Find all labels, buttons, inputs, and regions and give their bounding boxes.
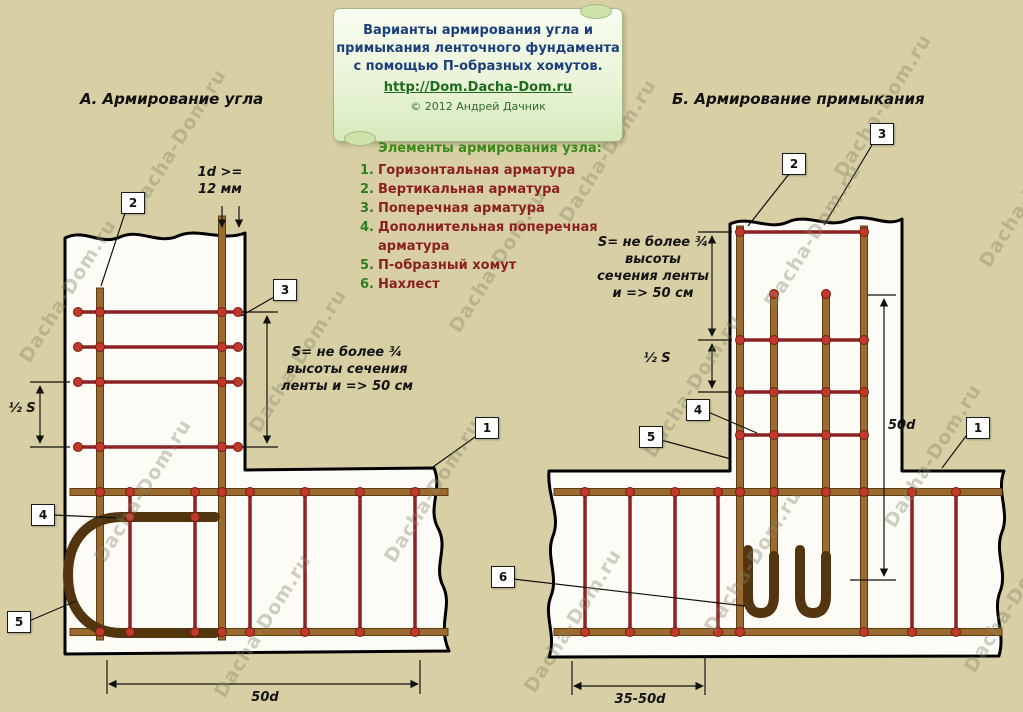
callout-vertical-rebar-right: 2	[782, 153, 806, 175]
legend-item-number: 2.	[360, 182, 374, 197]
legend-item: 1.Горизонтальная арматура	[360, 161, 620, 180]
dim-bar-diameter-line2: 12 мм	[198, 182, 242, 197]
legend-heading: Элементы армирования узла:	[378, 141, 602, 156]
dim-s-rule-left: S= не более ¾ высоты сечения ленты и => …	[280, 345, 414, 394]
site-link[interactable]: http://Dom.Dacha-Dom.ru	[383, 80, 573, 95]
dim-height-right: 50d	[888, 418, 916, 433]
dim-bar-diameter: 1d >= 12 мм	[188, 164, 252, 198]
legend: Элементы армирования узла: 1.Горизонталь…	[360, 141, 620, 294]
callout-transverse-rebar-left: 3	[273, 279, 297, 301]
title-scroll: Варианты армирования угла и примыкания л…	[333, 4, 623, 146]
legend-item-number: 4.	[360, 220, 374, 235]
legend-item-number: 3.	[360, 201, 374, 216]
legend-item-number: 5.	[360, 258, 374, 273]
legend-item-label: Горизонтальная арматура	[377, 163, 576, 178]
title-line-3: с помощью П-образных хомутов.	[353, 59, 603, 74]
legend-item-label: Нахлест	[377, 277, 440, 292]
dim-span-left: 50d	[251, 690, 279, 705]
callout-horizontal-rebar-left: 1	[475, 417, 499, 439]
legend-item-label: П-образный хомут	[377, 258, 517, 273]
title-line-2: примыкания ленточного фундамента	[336, 41, 620, 56]
legend-item-label: Поперечная арматура	[377, 201, 545, 216]
dim-span-right: 35-50d	[614, 692, 666, 707]
dim-half-s-left: ½ S	[8, 401, 36, 416]
rebar-dot-group	[73, 227, 961, 637]
u-stirrup-tee-2	[795, 545, 831, 619]
legend-item: 3.Поперечная арматура	[360, 199, 620, 218]
callout-transverse-rebar-right: 3	[870, 123, 894, 145]
legend-item-number: 1.	[360, 163, 374, 178]
section-heading-tee: Б. Армирование примыкания	[672, 90, 925, 108]
legend-item: 6.Нахлест	[360, 275, 620, 294]
callout-overlap-right: 6	[491, 566, 515, 588]
legend-item-label: Дополнительная поперечная арматура	[377, 220, 598, 254]
callout-extra-transverse-left: 4	[31, 504, 55, 526]
title-line-1: Варианты армирования угла и	[363, 23, 593, 38]
callout-u-stirrup-left: 5	[7, 611, 31, 633]
copyright-text: © 2012 Андрей Дачник	[410, 100, 546, 113]
legend-item: 5.П-образный хомут	[360, 256, 620, 275]
transverse-rebar-group	[78, 230, 958, 634]
concrete-corner-shape	[63, 231, 451, 656]
legend-item: 4.Дополнительная поперечная арматура	[360, 218, 620, 256]
legend-item-number: 6.	[360, 277, 374, 292]
callout-horizontal-rebar-right: 1	[966, 417, 990, 439]
legend-item-label: Вертикальная арматура	[377, 182, 561, 197]
dim-s-rule-right: S= не более ¾ высоты сечения ленты и => …	[597, 235, 709, 301]
callout-u-stirrup-right: 5	[639, 426, 663, 448]
section-heading-corner: А. Армирование угла	[80, 90, 264, 108]
callout-extra-transverse-right: 4	[686, 399, 710, 421]
dimension-leader-lines	[28, 144, 967, 695]
dim-bar-diameter-line1: 1d >=	[197, 165, 243, 180]
callout-vertical-rebar-left: 2	[121, 192, 145, 214]
legend-item: 2.Вертикальная арматура	[360, 180, 620, 199]
dim-half-s-right: ½ S	[643, 351, 671, 366]
u-stirrup-tee-1	[743, 545, 779, 619]
